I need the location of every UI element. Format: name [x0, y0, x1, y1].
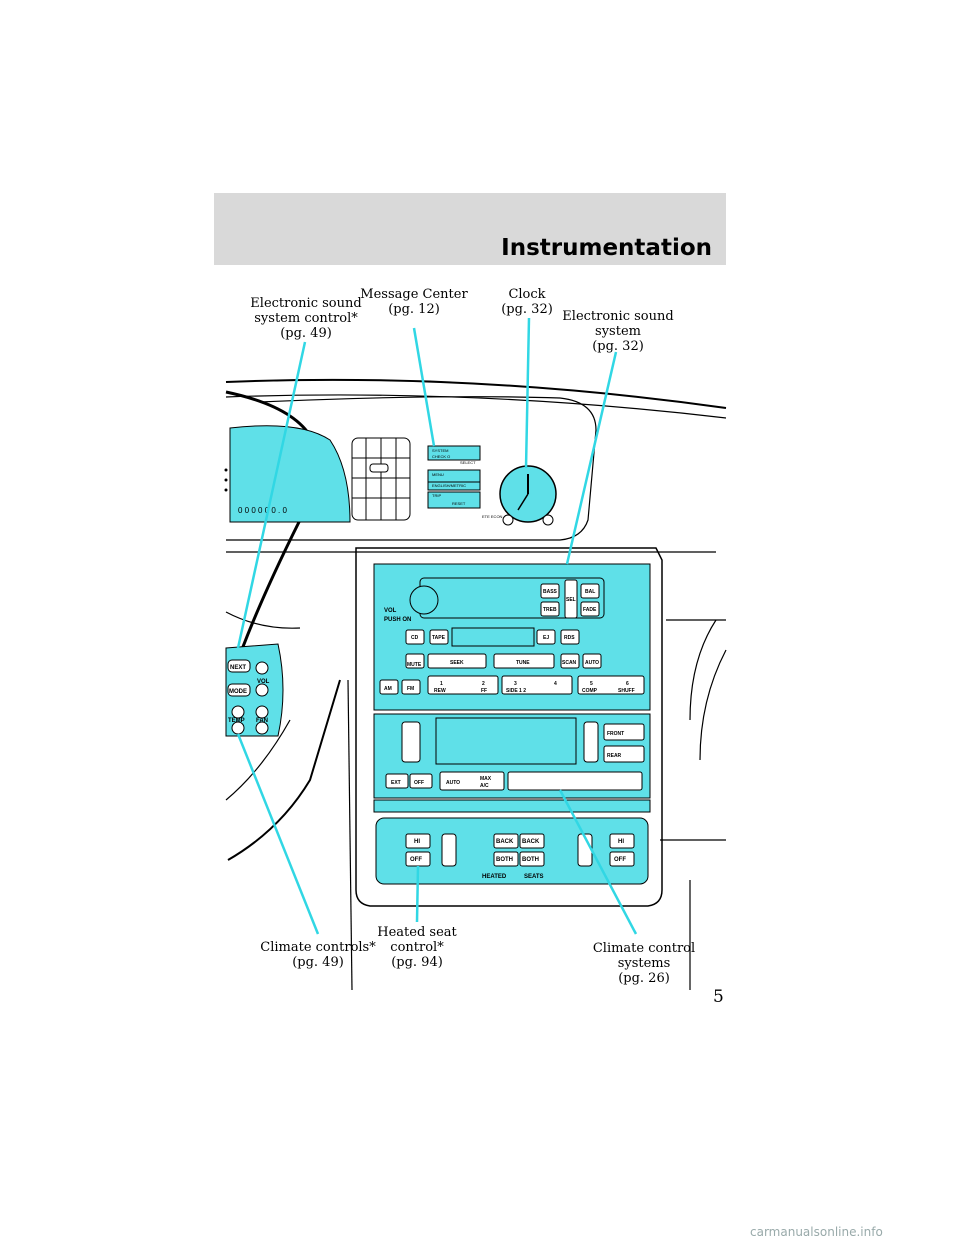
radio-ff: FF [481, 688, 487, 694]
mc-english-metric: ENGLISH/METRIC [432, 483, 466, 488]
seat-off-left: OFF [410, 857, 422, 863]
radio-panel: VOL PUSH ON BASS TREB SEL BAL FADE CD TA… [373, 563, 651, 711]
radio-scan: SCAN [562, 660, 577, 666]
seat-seats: SEATS [524, 874, 544, 880]
watermark: carmanualsonline.info [750, 1225, 883, 1239]
callout-climate-system: Climate control systems (pg. 26) [592, 941, 696, 986]
radio-preset-2: 2 [482, 681, 485, 687]
seat-back-right: BACK [522, 839, 540, 845]
radio-comp: COMP [582, 688, 598, 694]
mc-reset: RESET [452, 501, 466, 506]
climate-front: FRONT [607, 731, 624, 737]
wheel-temp: TEMP [228, 718, 245, 724]
clock-dial [499, 465, 557, 526]
callout-sound-control-wheel: Electronic sound system control* (pg. 49… [250, 296, 362, 341]
radio-preset-4: 4 [554, 681, 557, 687]
radio-tune: TUNE [516, 660, 530, 666]
mc-menu: MENU [432, 472, 444, 477]
radio-preset-6: 6 [626, 681, 629, 687]
radio-shuff: SHUFF [618, 688, 635, 694]
steering-wheel-controls: NEXT MODE VOL TEMP FAN [225, 643, 284, 737]
wheel-vol: VOL [257, 679, 270, 685]
seat-hi-left: HI [414, 839, 420, 845]
radio-vol: VOL [384, 608, 397, 614]
climate-panel: FRONT REAR EXT OFF AUTO MAX A/C [373, 713, 651, 813]
radio-treb: TREB [543, 607, 557, 613]
radio-rew: REW [434, 688, 446, 694]
climate-rear: REAR [607, 753, 622, 759]
mc-system: SYSTEM [432, 448, 448, 453]
air-vent [351, 437, 411, 521]
radio-preset-3: 3 [514, 681, 517, 687]
wheel-next: NEXT [230, 665, 246, 671]
climate-ac: A/C [480, 783, 489, 789]
callout-climate-wheel: Climate controls* (pg. 49) [260, 940, 376, 970]
radio-preset-5: 5 [590, 681, 593, 687]
mc-trip: TRIP [432, 493, 441, 498]
radio-sel: SEL [566, 597, 576, 603]
heated-seat-panel: HI OFF BACK BACK BOTH BOTH HI OFF HEATED… [375, 817, 649, 885]
callout-heated-seat: Heated seat control* (pg. 94) [377, 925, 457, 970]
callout-sound-system: Electronic sound system (pg. 32) [562, 309, 674, 354]
radio-fade: FADE [583, 607, 597, 613]
callout-clock: Clock (pg. 32) [501, 287, 553, 317]
message-center-panel: SYSTEM CHECK O SELECT MENU ENGLISH/METRI… [427, 445, 503, 519]
odometer: 0 0 0 0 0 0 . 0 [238, 506, 287, 515]
section-header: Instrumentation [214, 193, 726, 265]
radio-fm: FM [407, 686, 414, 692]
radio-cd: CD [411, 635, 419, 641]
wheel-fan: FAN [256, 718, 268, 724]
radio-bass: BASS [543, 589, 558, 595]
seat-off-right: OFF [614, 857, 626, 863]
radio-am: AM [384, 686, 392, 692]
mc-select: SELECT [460, 460, 476, 465]
callout-message-center: Message Center (pg. 12) [360, 287, 468, 317]
radio-rds: RDS [564, 635, 575, 641]
mc-check: CHECK O [432, 454, 450, 459]
seat-hi-right: HI [618, 839, 624, 845]
radio-preset-1: 1 [440, 681, 443, 687]
radio-auto: AUTO [585, 660, 599, 666]
mc-ete: ETE ECON [482, 514, 503, 519]
radio-mute: MUTE [407, 662, 422, 668]
radio-ej: EJ [543, 635, 549, 641]
climate-auto: AUTO [446, 780, 460, 786]
page-number: 5 [713, 987, 724, 1007]
seat-heated: HEATED [482, 874, 507, 880]
section-title: Instrumentation [501, 235, 712, 261]
climate-ext: EXT [391, 780, 401, 786]
seat-both-right: BOTH [522, 857, 539, 863]
radio-bal: BAL [585, 589, 595, 595]
seat-back-left: BACK [496, 839, 514, 845]
radio-tape: TAPE [432, 635, 446, 641]
radio-push-on: PUSH ON [384, 617, 411, 623]
radio-side: SIDE 1 2 [506, 688, 526, 694]
seat-both-left: BOTH [496, 857, 513, 863]
radio-seek: SEEK [450, 660, 464, 666]
callout-leaders [236, 317, 638, 935]
climate-max: MAX [480, 776, 492, 782]
wheel-mode: MODE [229, 689, 247, 695]
climate-off: OFF [414, 780, 424, 786]
